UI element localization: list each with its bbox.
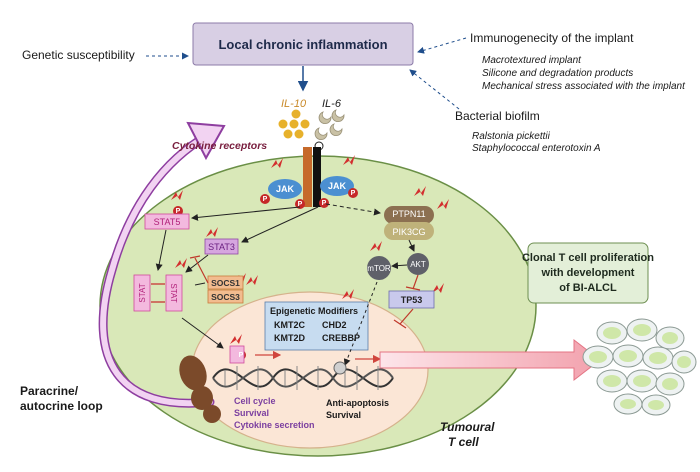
phospho-markers — [173, 188, 358, 360]
stat-dimer-right-label: STAT — [169, 283, 179, 303]
clonal-box — [527, 242, 649, 304]
cytokine-receptors-label: Cytokine receptors — [172, 140, 268, 152]
genetic-susceptibility-label: Genetic susceptibility — [22, 48, 135, 62]
proliferation-arrow — [379, 338, 601, 382]
ptpn11-box — [384, 206, 434, 224]
biofilm-title: Bacterial biofilm — [455, 109, 540, 123]
il10-label: IL-10 — [281, 98, 307, 110]
stat-dimer-left-label: STAT — [137, 283, 147, 303]
epigenetic-box — [264, 301, 369, 351]
ptpn11-label: PTPN11 — [392, 209, 426, 219]
epigenetic-gene: CHD2 — [322, 320, 347, 330]
outcome-left: Cytokine secretion — [234, 420, 315, 430]
inflammation-label: Local chronic inflammation — [218, 36, 388, 52]
p-label: P — [238, 351, 244, 359]
clonal-line: with development — [541, 266, 635, 279]
outcome-right: Survival — [326, 410, 362, 420]
socs3-box — [207, 289, 244, 304]
stat-dimer-right — [165, 274, 183, 312]
immunogenicity-item: Macrotextured implant — [482, 55, 581, 66]
jak-right-label: JAK — [327, 181, 346, 191]
epigenetic-gene: CREBBP — [322, 333, 361, 343]
jak-left-label: JAK — [275, 184, 294, 194]
jak-right — [320, 176, 354, 196]
clonal-line: Clonal T cell proliferation — [521, 251, 655, 264]
paracrine-label: Paracrine/ — [20, 384, 79, 398]
epigenetic-gene: KMT2D — [274, 333, 305, 343]
outcome-left: Survival — [234, 408, 270, 418]
p-label: P — [321, 199, 327, 207]
immunogenicity-item: Silicone and degradation products — [482, 68, 634, 79]
biofilm-item: Ralstonia pickettii — [472, 131, 550, 142]
secreted-cytokine-blob — [179, 355, 221, 423]
il10-molecules — [278, 109, 310, 139]
receptor-il6 — [313, 147, 321, 207]
epigenetic-gene: KMT2C — [274, 320, 305, 330]
biofilm-item: Staphylococcal enterotoxin A — [472, 143, 601, 154]
tumoural-label: Tumoural — [440, 420, 495, 434]
inflammation-box — [192, 22, 414, 66]
pik3cg-label: PIK3CG — [392, 226, 426, 237]
dna-helix — [212, 368, 394, 388]
dna-rungs — [224, 366, 379, 390]
mtor-label: mTOR — [367, 263, 391, 273]
socs3-label: SOCS3 — [211, 291, 240, 302]
immunogenicity-item: Mechanical stress associated with the im… — [482, 81, 685, 92]
receptor-il10 — [303, 147, 312, 207]
p-label: P — [297, 200, 303, 208]
il6-label: IL-6 — [322, 98, 341, 110]
nuclear-stat — [229, 345, 245, 364]
stat3-box — [204, 238, 239, 255]
tp53-box — [388, 290, 435, 309]
socs1-label: SOCS1 — [211, 277, 240, 288]
akt-node — [407, 253, 429, 275]
tumoural-label: T cell — [448, 435, 479, 449]
clonal-line: of BI-ALCL — [559, 281, 617, 294]
p-label: P — [350, 189, 356, 197]
akt-label: AKT — [410, 259, 426, 269]
stat5-box — [144, 213, 190, 230]
stat-dimer-left — [133, 274, 151, 312]
jak-left — [268, 179, 302, 199]
outcome-right: Anti-apoptosis — [326, 398, 389, 408]
p-label: P — [175, 207, 181, 215]
epigenetic-title: Epigenetic Modifiers — [270, 306, 359, 316]
p-label: P — [262, 195, 268, 203]
paracrine-label: autocrine loop — [20, 399, 103, 413]
pik3cg-box — [384, 222, 434, 240]
mtor-node — [367, 256, 391, 280]
il6-molecules — [314, 109, 345, 141]
immunogenicity-title: Immunogenecity of the implant — [470, 31, 634, 45]
stat5-label: STAT5 — [153, 216, 181, 227]
outcome-left: Cell cycle — [234, 396, 276, 406]
stat3-label: STAT3 — [208, 241, 235, 252]
mutation-bolts — [171, 155, 449, 344]
tp53-label: TP53 — [400, 294, 423, 305]
